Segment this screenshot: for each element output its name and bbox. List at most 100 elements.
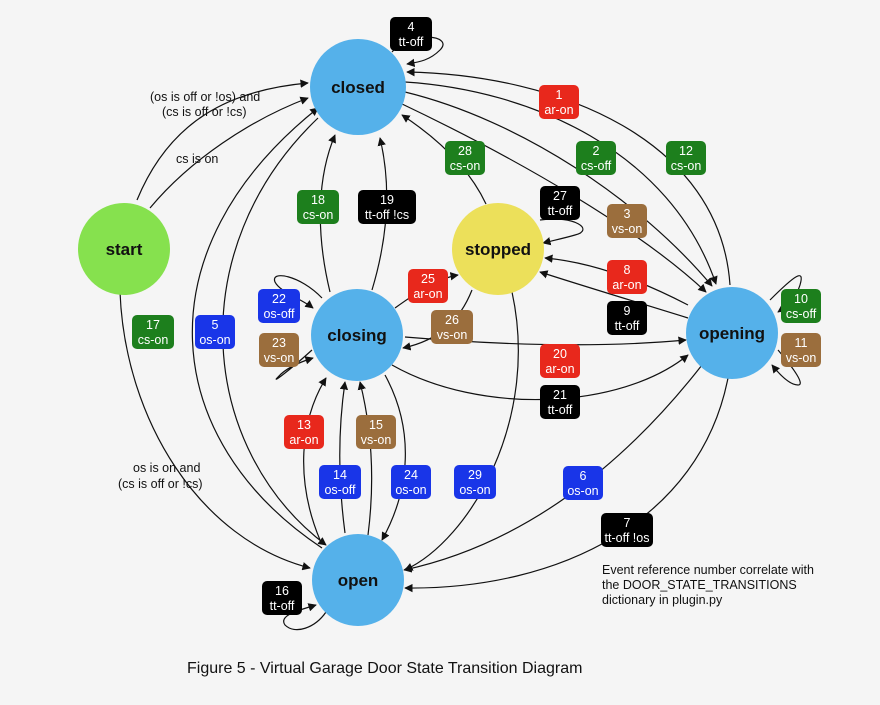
event-badge-number: 21 (553, 388, 567, 402)
state-stopped (452, 203, 544, 295)
condition-start-open-line2: (cs is off or !cs) (118, 477, 203, 491)
event-badge-5: 5os-on (195, 315, 235, 349)
event-badge-label: tt-off (399, 35, 424, 49)
note-line-2: the DOOR_STATE_TRANSITIONS (602, 578, 797, 592)
event-badge-bg (607, 204, 647, 238)
event-badge-number: 25 (421, 272, 435, 286)
event-badge-number: 23 (272, 336, 286, 350)
event-badge-number: 18 (311, 193, 325, 207)
event-badge-bg (258, 289, 300, 323)
state-open-label: open (338, 571, 379, 590)
event-badge-label: cs-on (303, 208, 334, 222)
state-open (312, 534, 404, 626)
event-badge-bg (262, 581, 302, 615)
event-badge-label: vs-on (264, 351, 295, 365)
note-line-1: Event reference number correlate with (602, 563, 814, 577)
event-badge-number: 11 (795, 336, 808, 350)
event-badge-number: 3 (624, 207, 631, 221)
event-badge-bg (445, 141, 485, 175)
event-badge-bg (358, 190, 416, 224)
edge-open-closing-15 (357, 381, 373, 536)
event-badge-bg (319, 465, 361, 499)
edge-closing-open-24 (381, 374, 406, 541)
edge-closed-open-5 (222, 117, 327, 546)
event-badge-bg (297, 190, 339, 224)
edge-start-closed-1 (136, 79, 309, 201)
event-badge-number: 20 (553, 347, 567, 361)
event-badge-label: ar-on (413, 287, 442, 301)
event-badge-number: 8 (624, 263, 631, 277)
event-badge-number: 29 (468, 468, 482, 482)
event-badge-label: tt-off (615, 319, 640, 333)
edge-open-closed-17 (191, 107, 323, 549)
edge-opening-stopped-9 (539, 270, 689, 319)
event-badge-bg (540, 385, 580, 419)
event-badge-label: cs-on (671, 159, 702, 173)
event-badge-number: 1 (556, 88, 563, 102)
state-opening-label: opening (699, 324, 765, 343)
event-badge-3: 3vs-on (607, 204, 647, 238)
event-badge-label: ar-on (612, 278, 641, 292)
event-badge-number: 6 (580, 469, 587, 483)
event-badge-label: os-off (324, 483, 356, 497)
event-badge-number: 7 (624, 516, 631, 530)
event-badge-bg (601, 513, 653, 547)
event-badge-label: vs-on (612, 222, 643, 236)
event-badge-2: 2cs-off (576, 141, 616, 175)
event-badge-bg (539, 85, 579, 119)
condition-start-open-line1: os is on and (133, 461, 200, 475)
edge-open-closing-14 (339, 381, 349, 534)
event-badge-label: cs-on (450, 159, 481, 173)
edge-stopped-self-27 (539, 218, 584, 246)
condition-start-closed-line1: (os is off or !os) and (150, 90, 260, 104)
event-badge-label: ar-on (289, 433, 318, 447)
event-badge-label: os-on (199, 333, 230, 347)
event-badge-1: 1ar-on (539, 85, 579, 119)
states: closed start stopped closing opening ope… (78, 39, 778, 626)
event-badge-bg (356, 415, 396, 449)
event-badge-bg (390, 17, 432, 51)
event-badge-bg (454, 465, 496, 499)
event-badge-number: 12 (679, 144, 693, 158)
event-badge-number: 22 (272, 292, 286, 306)
event-badge-bg (540, 344, 580, 378)
edge-start-closed-2 (149, 96, 309, 209)
event-badge-bg (781, 289, 821, 323)
event-badge-label: vs-on (437, 328, 468, 342)
event-badge-8: 8ar-on (607, 260, 647, 294)
state-closing (311, 289, 403, 381)
edge-closed-opening-1 (404, 81, 718, 285)
event-badge-label: tt-off (270, 599, 295, 613)
event-badge-number: 24 (404, 468, 418, 482)
event-badges: 1ar-on2cs-off3vs-on4tt-off5os-on6os-on7t… (132, 17, 821, 615)
state-stopped-label: stopped (465, 240, 531, 259)
condition-start-closed-line2: (cs is off or !cs) (162, 105, 247, 119)
event-badge-bg (576, 141, 616, 175)
event-badge-number: 13 (297, 418, 311, 432)
note-line-3: dictionary in plugin.py (602, 593, 723, 607)
edge-start-open (119, 291, 311, 571)
event-badge-number: 16 (275, 584, 289, 598)
event-badge-6: 6os-on (563, 466, 603, 500)
event-badge-label: cs-off (786, 307, 817, 321)
event-badge-bg (607, 260, 647, 294)
event-badge-number: 17 (146, 318, 160, 332)
figure-caption: Figure 5 - Virtual Garage Door State Tra… (187, 660, 583, 677)
state-start-label: start (106, 240, 143, 259)
event-badge-number: 5 (212, 318, 219, 332)
event-badge-number: 27 (553, 189, 567, 203)
event-badge-bg (563, 466, 603, 500)
state-closed-label: closed (331, 78, 385, 97)
